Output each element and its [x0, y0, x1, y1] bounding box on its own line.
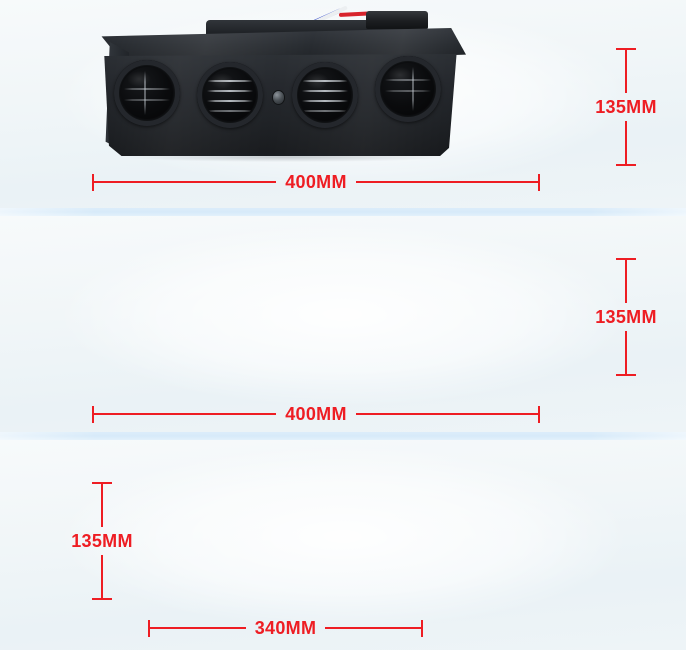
dimension-cap-left: [148, 619, 150, 637]
product-section-1: 135MM 400MM: [0, 0, 686, 208]
dimension-width-label-section-1: 400MM: [285, 172, 347, 192]
air-vent-3-inner: [299, 69, 351, 121]
air-vent-3: [292, 62, 358, 128]
air-vent-2-gloss: [210, 73, 235, 89]
air-vent-4-inner: [382, 63, 434, 115]
dimension-width-section-2: 400MM: [92, 404, 540, 424]
drop-shadow: [126, 152, 446, 162]
dimension-rule-right: [325, 627, 421, 629]
air-vent-2: [197, 62, 263, 128]
dimension-rule-right: [355, 413, 538, 415]
dimension-height-section-1: 135MM: [566, 48, 686, 166]
product-section-3: 135MM 340MM: [0, 440, 686, 650]
dimension-rule-left: [94, 413, 277, 415]
dimension-rule-upper: [625, 260, 627, 303]
section-divider-2: [0, 432, 686, 440]
dimension-cap-right: [421, 619, 423, 637]
air-vent-4: [375, 56, 441, 122]
dimension-height-label-section-2: 135MM: [595, 307, 657, 327]
dimension-rule-lower: [625, 331, 627, 374]
dimension-height-section-2: 135MM: [566, 258, 686, 376]
dimension-height-section-3: 135MM: [42, 482, 162, 600]
top-connector-block: [366, 11, 428, 29]
air-vent-1-gloss: [127, 71, 152, 87]
air-vent-2-inner: [204, 69, 256, 121]
product-section-2: 135MM 400MM: [0, 216, 686, 432]
dimension-height-label-section-1: 135MM: [595, 97, 657, 117]
dimension-rule-lower: [625, 121, 627, 164]
air-vent-1-inner: [121, 67, 173, 119]
dimension-cap-bottom: [616, 374, 636, 376]
section-divider-2-fade: [0, 432, 686, 440]
dimension-cap-right: [538, 405, 540, 423]
dimension-rule-left: [94, 181, 277, 183]
air-vent-4-gloss: [388, 67, 413, 83]
dimension-rule-lower: [101, 555, 103, 598]
dimension-width-section-3: 340MM: [148, 618, 423, 638]
dimension-height-label-section-3: 135MM: [71, 531, 133, 551]
section-divider-1: [0, 208, 686, 216]
product-image-evaporator-front-panel-unit: [96, 5, 466, 166]
dimension-cap-right: [538, 173, 540, 191]
dimension-cap-left: [92, 405, 94, 423]
dimension-cap-bottom: [616, 164, 636, 166]
air-vent-3-gloss: [305, 73, 330, 89]
dimension-width-label-section-2: 400MM: [285, 404, 347, 424]
dimension-cap-top: [616, 258, 636, 260]
dimension-width-label-section-3: 340MM: [254, 618, 317, 638]
panel-backdrop-glow: [63, 225, 623, 406]
control-knob: [273, 91, 284, 104]
dimension-width-section-1: 400MM: [92, 172, 540, 192]
air-vent-1: [114, 60, 180, 126]
dimension-cap-bottom: [92, 598, 112, 600]
section-divider-1-fade: [0, 208, 686, 216]
dimension-rule-upper: [625, 50, 627, 93]
dimension-rule-upper: [101, 484, 103, 527]
dimension-rule-left: [150, 627, 246, 629]
dimension-cap-top: [616, 48, 636, 50]
dimension-cap-left: [92, 173, 94, 191]
dimension-cap-top: [92, 482, 112, 484]
dimension-rule-right: [355, 181, 538, 183]
